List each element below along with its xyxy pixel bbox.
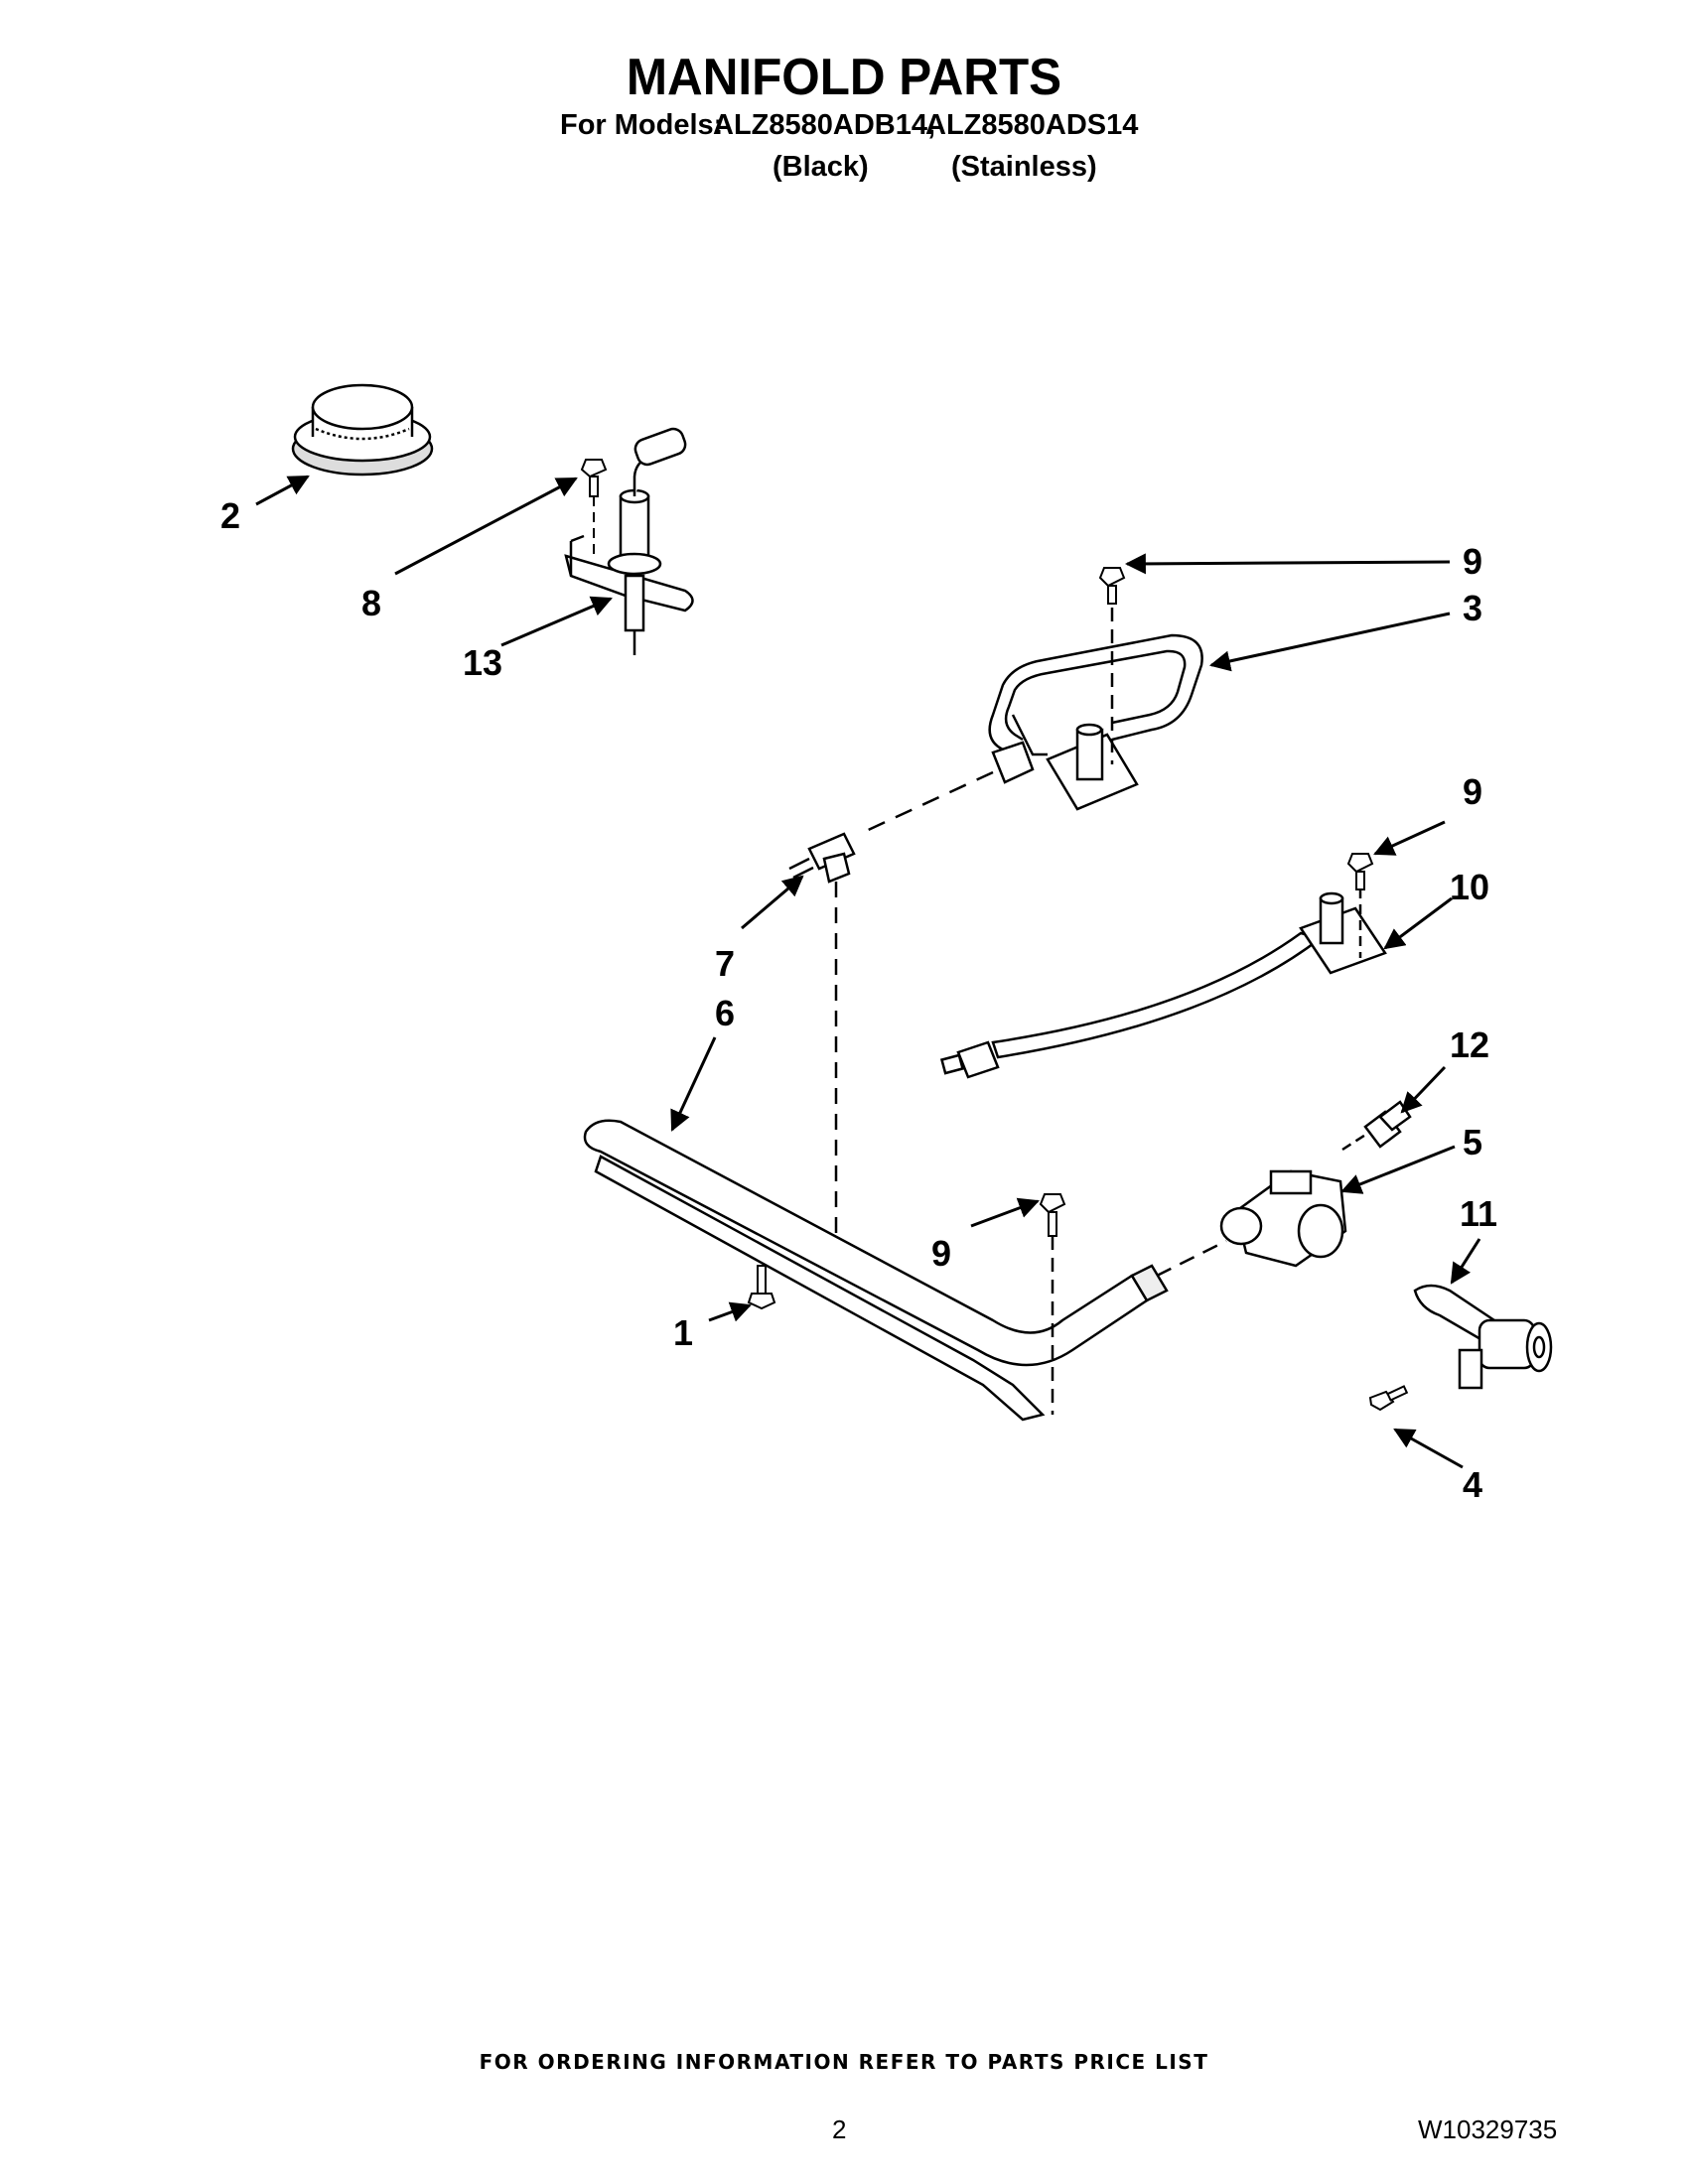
callout-11: 11 [1460,1193,1497,1234]
callout-9-middle: 9 [1463,771,1482,812]
callout-1: 1 [673,1312,693,1353]
screw-part-8 [580,459,608,556]
valve-part-5 [1219,1169,1347,1268]
model-number-stainless: ALZ8580ADS14 [925,109,1139,141]
callout-10: 10 [1450,867,1489,907]
models-label: For Models: [560,109,724,141]
screw-part-1 [747,1265,776,1310]
callout-7: 7 [715,943,735,984]
tee-fitting-part-7 [788,832,856,1241]
callout-8: 8 [361,583,381,623]
page-title: MANIFOLD PARTS [626,49,1062,106]
burner-tube-part-10 [939,888,1387,1079]
manifold-pipe-part-6 [583,1119,1169,1422]
leader-arrows [255,475,1481,1469]
callout-3: 3 [1463,588,1482,628]
burner-tube-part-3 [988,586,1203,811]
document-code: W10329735 [1418,2115,1558,2144]
orifice-part-12 [1341,1100,1412,1152]
ordering-note: FOR ORDERING INFORMATION REFER TO PARTS … [479,2050,1209,2074]
burner-cap-part [291,383,434,477]
screw-part-4 [1368,1385,1409,1412]
variant-black-label: (Black) [773,151,869,183]
callout-13: 13 [463,642,502,683]
callout-12: 12 [1450,1024,1489,1065]
callout-5: 5 [1463,1122,1482,1162]
screw-part-9-upper [1098,567,1126,605]
callout-9-lower: 9 [931,1233,951,1274]
igniter-part [564,427,694,655]
page-number: 2 [832,2115,847,2144]
model-number-black: ALZ8580ADB14, [713,109,936,141]
callout-2: 2 [220,495,240,536]
callout-4: 4 [1463,1464,1482,1505]
models-line: For Models: ALZ8580ADB14, ALZ8580ADS14 [0,109,1688,149]
callout-9-upper: 9 [1463,541,1482,582]
callout-6: 6 [715,993,735,1033]
screw-part-9-middle [1346,853,1374,890]
variant-stainless-label: (Stainless) [951,151,1097,183]
screw-part-9-lower [1039,1193,1066,1237]
valve-bracket-part-11 [1413,1284,1553,1390]
